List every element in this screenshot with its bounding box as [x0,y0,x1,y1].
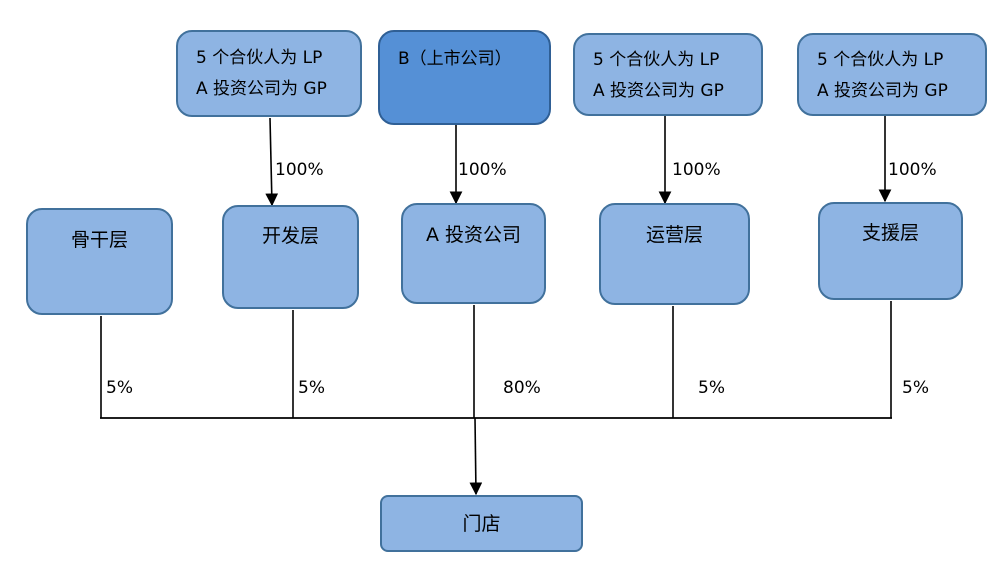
listed-company-label: B（上市公司） [398,49,512,69]
edge-label-top-4: 100% [888,160,937,180]
edge-label-bottom-4: 5% [698,378,725,398]
support-layer-box: 支援层 [818,202,963,300]
gp-text: A 投资公司为 GP [593,81,724,101]
lp-gp-box-2: 5 个合伙人为 LP A 投资公司为 GP [573,33,763,116]
lp-text: 5 个合伙人为 LP [196,48,323,68]
gp-text: A 投资公司为 GP [817,81,948,101]
edge-label-top-3: 100% [672,160,721,180]
box-label: 骨干层 [70,229,128,251]
box-label: 开发层 [261,225,319,247]
gp-text: A 投资公司为 GP [196,79,327,99]
operations-layer-box: 运营层 [599,203,750,305]
store-box: 门店 [380,495,583,552]
backbone-layer-box: 骨干层 [26,208,173,315]
edge-label-bottom-5: 5% [902,378,929,398]
arrow-top-1 [265,117,279,207]
lp-text: 5 个合伙人为 LP [593,50,720,70]
lp-gp-box-3: 5 个合伙人为 LP A 投资公司为 GP [797,33,987,116]
edge-label-top-2: 100% [458,160,507,180]
lp-text: 5 个合伙人为 LP [817,50,944,70]
edge-label-bottom-2: 5% [298,378,325,398]
box-label: 运营层 [645,224,703,246]
arrow-to-store [469,417,483,496]
store-label: 门店 [462,513,501,535]
edge-label-bottom-3: 80% [503,378,541,398]
development-layer-box: 开发层 [222,205,359,309]
box-label: A 投资公司 [425,224,522,246]
listed-company-box: B（上市公司） [378,30,551,125]
edge-label-top-1: 100% [275,160,324,180]
lp-gp-box-1: 5 个合伙人为 LP A 投资公司为 GP [176,30,362,117]
investment-company-box: A 投资公司 [401,203,546,304]
box-label: 支援层 [861,222,919,244]
edge-label-bottom-1: 5% [106,378,133,398]
